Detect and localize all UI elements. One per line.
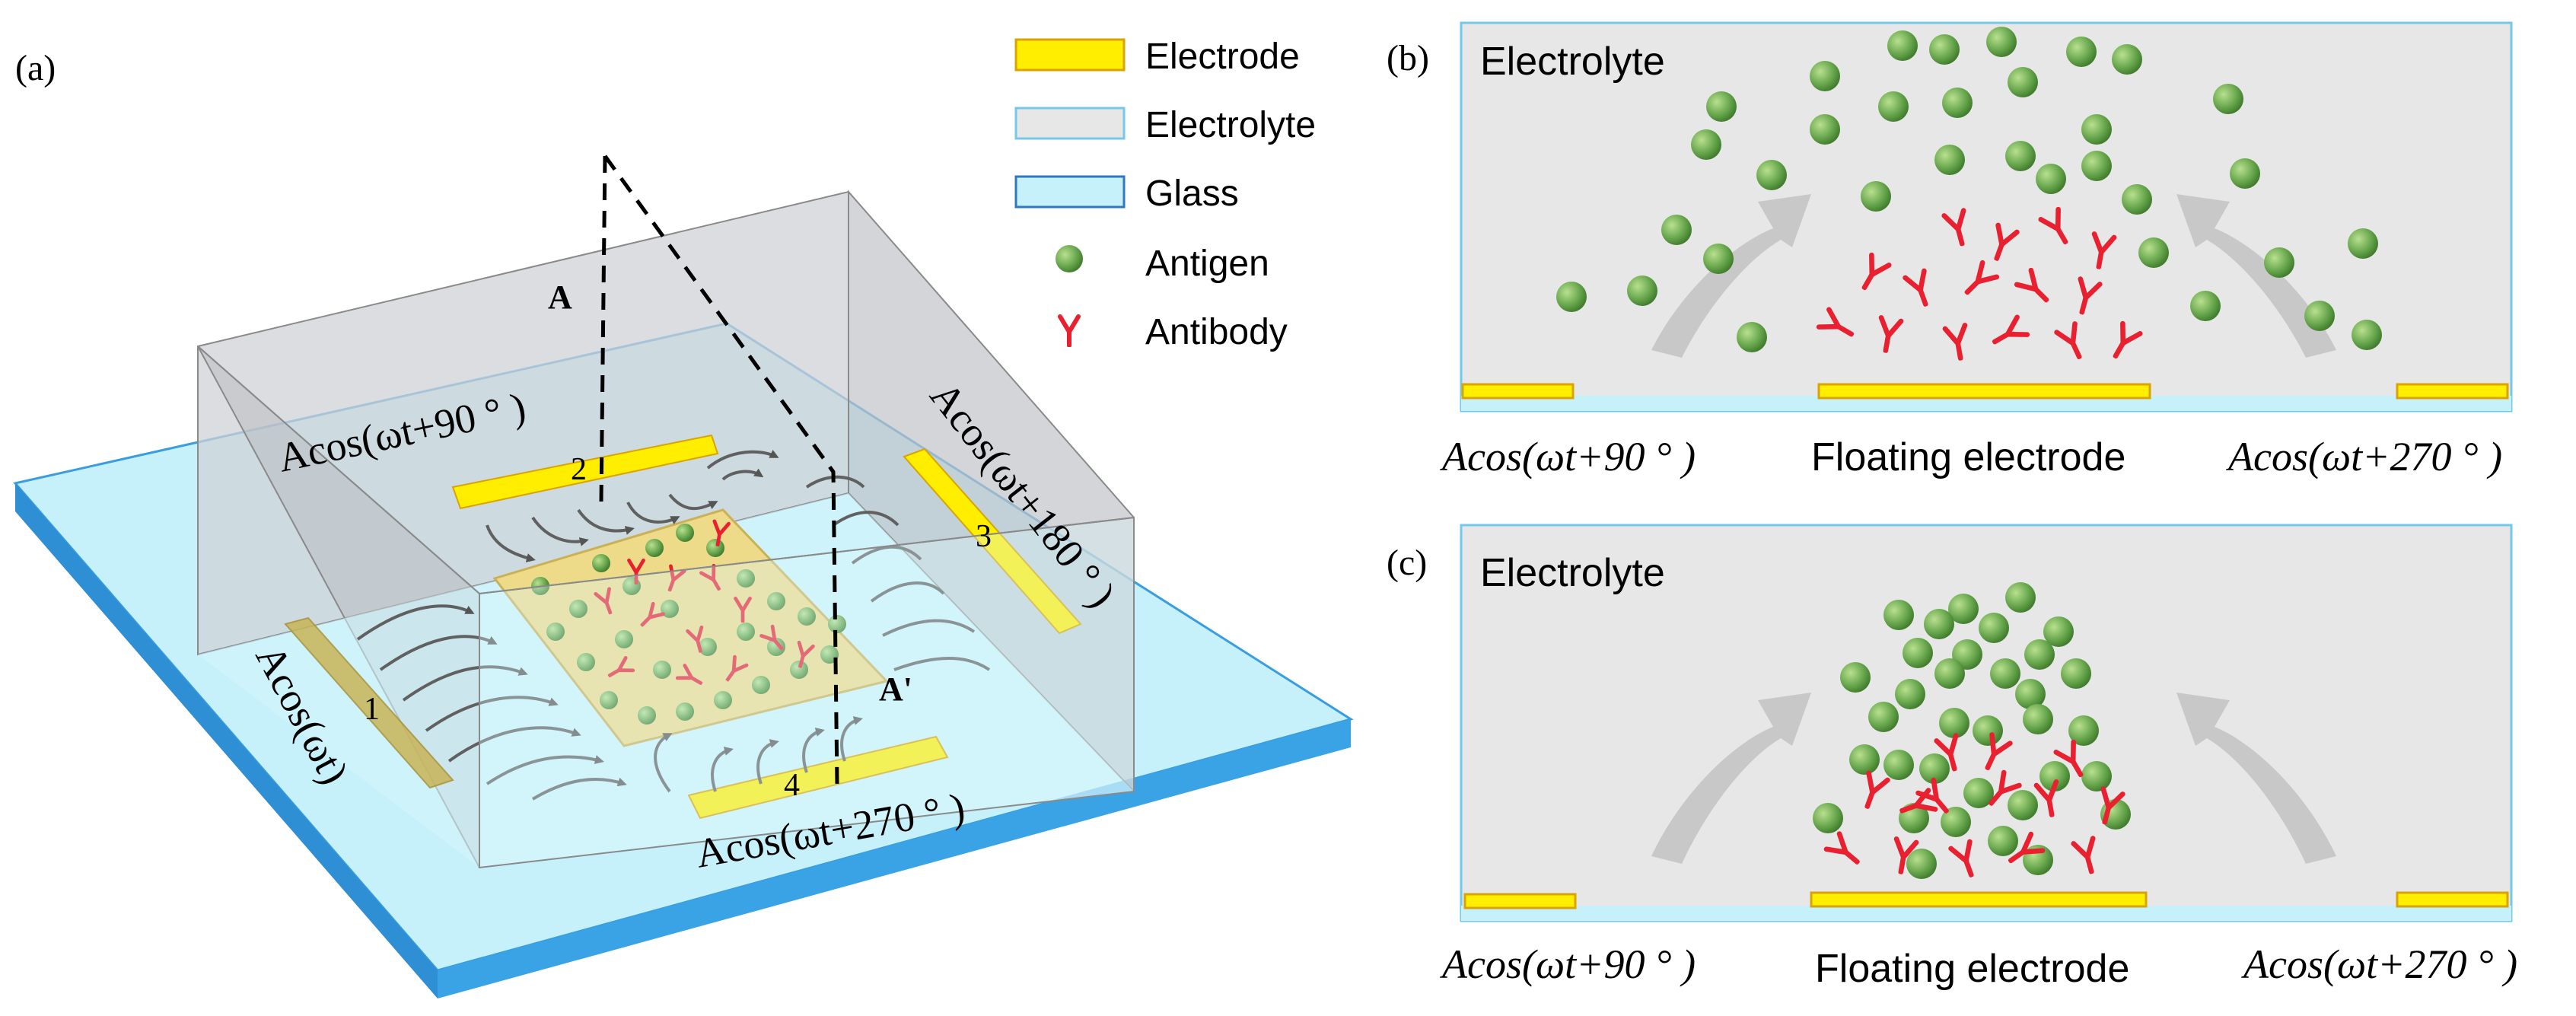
panel-a: (a) (13, 48, 1354, 998)
section-label-a: A (548, 279, 572, 316)
electrode-3-number: 3 (976, 519, 992, 554)
panel-a-label: (a) (15, 48, 56, 88)
panel-c-right-signal: Acos(ωt+270 ° ) (2241, 941, 2517, 987)
panel-c-left-flow-arrow (1651, 693, 1811, 864)
panel-b-antigens (1556, 27, 2382, 352)
panel-c-antigens (1813, 582, 2131, 879)
electrode-4 (687, 735, 949, 820)
panel-b-electrolyte (1460, 21, 2513, 412)
electrode-2-number: 2 (571, 452, 587, 487)
panel-c-glass-strip (1461, 906, 2511, 921)
section-line-path (599, 154, 839, 785)
panel-b-left-signal: Acos(ωt+90 ° ) (1440, 434, 1696, 479)
section-label-a-prime: A' (879, 670, 912, 708)
electrode-2 (451, 434, 719, 510)
panel-b-region-label: Electrolyte (1480, 40, 1665, 84)
panel-c-right-electrode (2396, 891, 2509, 908)
floating-electrode (492, 508, 889, 747)
electrode-4-number: 4 (784, 768, 800, 803)
legend-label-glass: Glass (1145, 174, 1239, 214)
legend-swatch-electrolyte (1014, 107, 1126, 140)
panel-c-left-electrode (1463, 893, 1577, 909)
panel-b-right-electrode (2396, 383, 2509, 400)
panel-c: (c) Electrolyte (1387, 524, 2517, 991)
legend-swatch-antigen (1056, 245, 1083, 272)
panel-c-right-flow-arrow (2176, 693, 2336, 864)
electrode-3 (903, 447, 1082, 635)
panel-c-left-signal: Acos(ωt+90 ° ) (1440, 941, 1696, 987)
panel-b-right-signal: Acos(ωt+270 ° ) (2226, 434, 2502, 479)
panel-c-region-label: Electrolyte (1480, 551, 1665, 595)
panel-b-glass-strip (1461, 396, 2511, 411)
electrode-1 (284, 616, 454, 789)
legend-swatch-antibody (1060, 317, 1078, 346)
legend-label-antibody: Antibody (1145, 312, 1288, 352)
legend-swatch-electrode (1014, 38, 1126, 72)
legend-label-antigen: Antigen (1145, 244, 1269, 284)
legend: Electrode Electrolyte Glass Antigen Anti… (1014, 37, 1316, 352)
panel-c-label: (c) (1387, 543, 1427, 583)
panel-b-floating-electrode (1817, 383, 2151, 400)
field-lines (356, 450, 991, 801)
legend-label-electrode: Electrode (1145, 37, 1300, 77)
panel-c-center-label: Floating electrode (1815, 947, 2129, 991)
legend-label-electrolyte: Electrolyte (1145, 105, 1316, 145)
panel-b-label: (b) (1387, 38, 1429, 78)
panel-b: (b) Electrolyte (1387, 21, 2513, 479)
panel-c-floating-electrode (1810, 891, 2148, 908)
panel-b-right-flow-arrow (2176, 194, 2336, 358)
legend-swatch-glass (1014, 175, 1126, 209)
panel-b-left-flow-arrow (1651, 194, 1811, 358)
panel-b-left-electrode (1461, 383, 1575, 400)
electrode-1-number: 1 (364, 692, 380, 727)
glass-slab-front-edge (15, 483, 438, 998)
panel-b-center-label: Floating electrode (1811, 435, 2125, 479)
